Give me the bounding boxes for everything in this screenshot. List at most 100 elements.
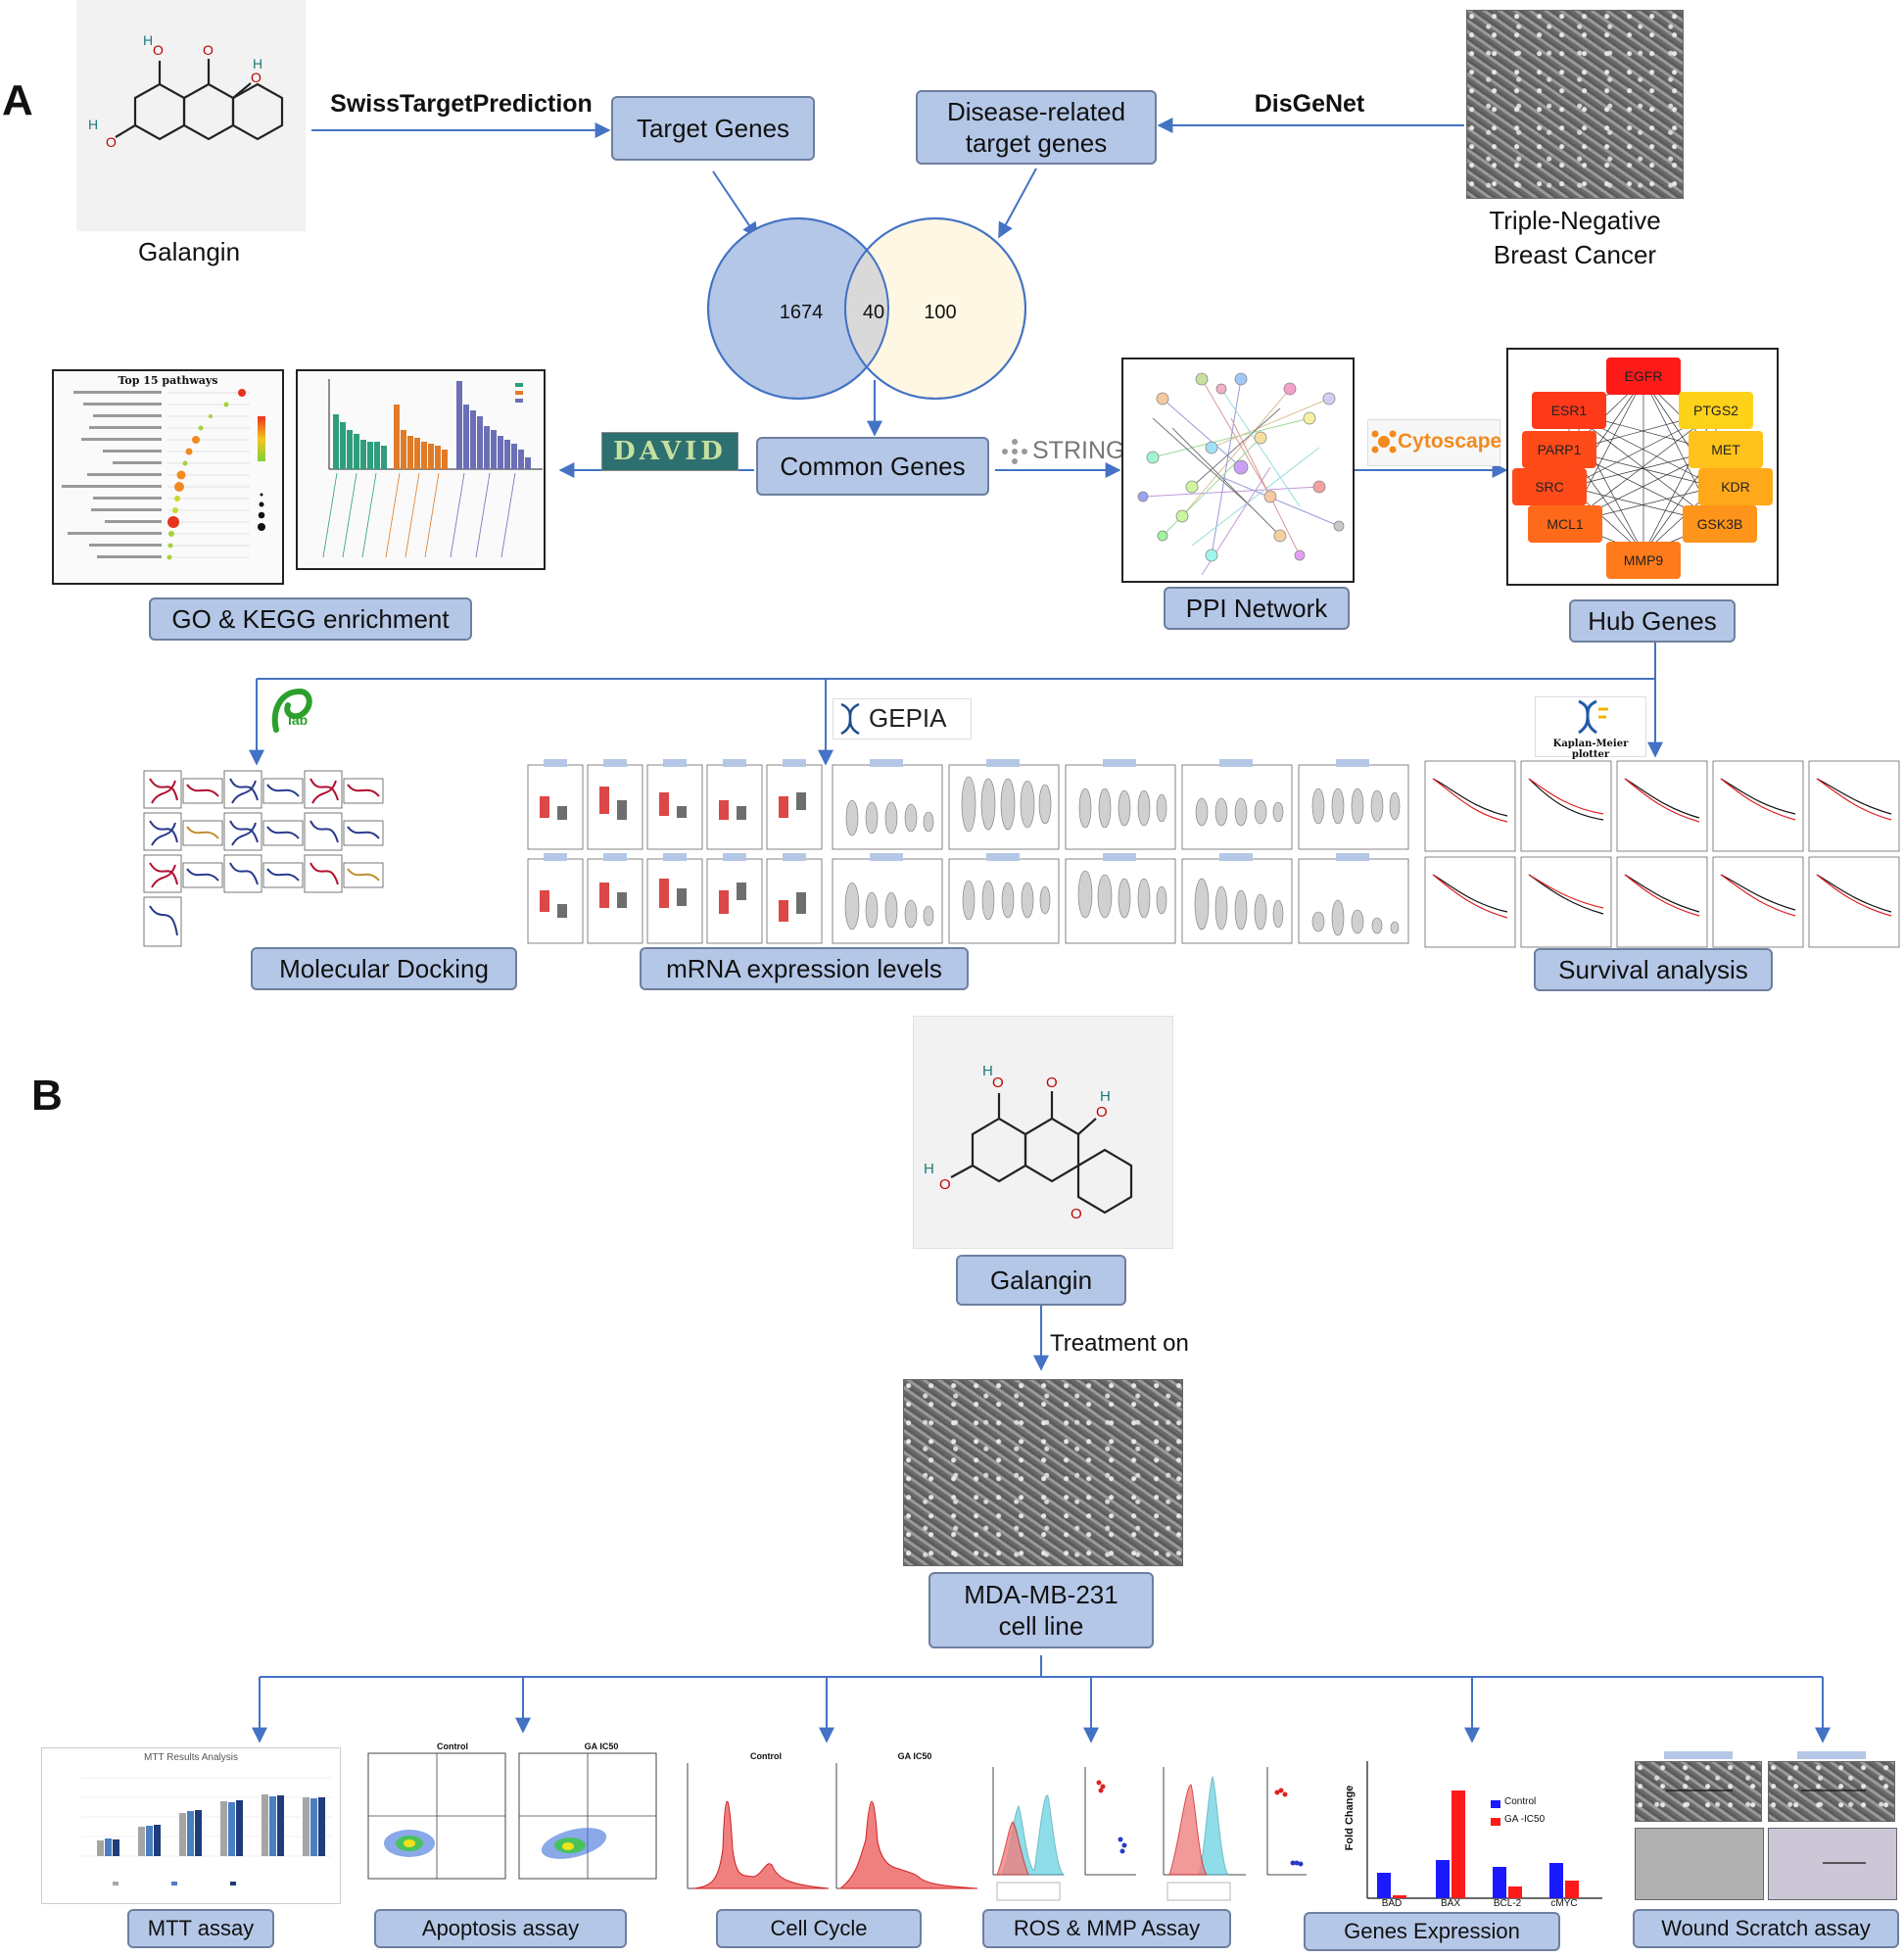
mrna-boxplots [526, 757, 828, 949]
svg-text:O: O [1096, 1104, 1108, 1121]
km-curve-panels [1424, 760, 1900, 948]
genes-expression-chart: Fold Change Control GA -IC50 BAD BAX BCL… [1342, 1753, 1606, 1909]
venn-right-count: 100 [924, 302, 957, 323]
david-logo-text: DAVID [613, 437, 727, 466]
hub-gene-kdr: KDR [1698, 468, 1773, 505]
kegg-dot-plot: Top 15 pathways [52, 369, 284, 585]
svg-text:H: H [253, 56, 262, 72]
svg-text:O: O [153, 42, 164, 58]
wound-scratch-images [1609, 1747, 1899, 1904]
mrna-boxplot-panels [527, 759, 823, 944]
plab-logo: lab [266, 686, 315, 735]
hub-gene-met: MET [1689, 431, 1763, 468]
ros-mmp-plots [983, 1757, 1309, 1904]
cellcycle-treated-title: GA IC50 [897, 1751, 932, 1761]
galangin-molecule-icon: O H O O H O H [88, 32, 284, 150]
apoptosis-assay-box: Apoptosis assay [374, 1909, 627, 1948]
genes-expression-box: Genes Expression [1304, 1912, 1560, 1951]
panel-a-letter: A [2, 76, 33, 124]
hub-gene-src: SRC [1512, 468, 1587, 505]
string-network-icon [1002, 439, 1027, 464]
treatment-on-label: Treatment on [1050, 1330, 1189, 1357]
disease-genes-line1: Disease-related [946, 96, 1126, 126]
ros-mmp-assay-box: ROS & MMP Assay [982, 1909, 1231, 1948]
plab-icon: lab [271, 689, 312, 733]
tnbc-line2: Breast Cancer [1493, 240, 1657, 270]
cytoscape-logo: Cytoscape [1367, 419, 1502, 466]
kegg-dots [62, 389, 265, 560]
cell-line-line1: MDA-MB-231 [964, 1579, 1119, 1609]
docking-images-grid [142, 769, 387, 950]
ppi-graph [1137, 372, 1345, 576]
cytoscape-logo-text: Cytoscape [1398, 430, 1502, 453]
gepia-logo: GEPIA [833, 698, 972, 740]
string-logo: STRING [1001, 437, 1124, 466]
genes-legend-treated: GA -IC50 [1504, 1814, 1546, 1825]
disease-genes-box: Disease-related target genes [916, 90, 1157, 165]
ppi-network-box: PPI Network [1164, 587, 1350, 630]
molecular-docking-box: Molecular Docking [251, 947, 517, 990]
svg-text:O: O [251, 70, 262, 85]
mtt-bars [81, 1777, 332, 1885]
mda-mb-231-micrograph [903, 1379, 1183, 1566]
ros-mmp-graphs [992, 1767, 1307, 1901]
cell-cycle-hist [687, 1763, 978, 1889]
ppi-network-image [1121, 358, 1355, 583]
svg-text:lab: lab [288, 712, 308, 728]
apoptosis-scatter [367, 1752, 657, 1880]
wound-control-0h [1635, 1761, 1762, 1822]
apoptosis-treated-title: GA IC50 [584, 1742, 619, 1751]
hub-genes-box: Hub Genes [1569, 599, 1736, 643]
venn-overlap-count: 40 [862, 302, 885, 323]
disease-genes-line2: target genes [965, 128, 1108, 158]
svg-text:H: H [1100, 1088, 1111, 1105]
survival-curves [1423, 759, 1901, 951]
hub-gene-ptgs2: PTGS2 [1679, 392, 1753, 429]
dna-icon [840, 702, 860, 736]
go-bars [322, 379, 543, 558]
venn-diagram [707, 217, 1026, 400]
genes-cat-cmyc: cMYC [1550, 1898, 1578, 1909]
mtt-assay-box: MTT assay [127, 1909, 274, 1948]
hub-gene-esr1: ESR1 [1532, 392, 1606, 429]
hub-genes-network: EGFR ESR1 PTGS2 PARP1 MET SRC KDR MCL1 G… [1506, 348, 1779, 586]
venn-left-count: 1674 [779, 302, 824, 323]
go-bar-chart [296, 369, 546, 570]
tnbc-line1: Triple-Negative [1489, 206, 1661, 235]
wound-control-24h [1635, 1828, 1764, 1900]
hub-gene-mcl1: MCL1 [1528, 505, 1602, 543]
violin-plots [831, 757, 1414, 949]
svg-text:O: O [992, 1074, 1004, 1091]
string-logo-text: STRING [1032, 437, 1125, 464]
wound-scratch-box: Wound Scratch assay [1633, 1909, 1899, 1948]
apoptosis-control-title: Control [437, 1742, 468, 1751]
cell-cycle-box: Cell Cycle [716, 1909, 922, 1948]
svg-text:H: H [924, 1161, 934, 1177]
genes-cat-bcl2: BCL-2 [1493, 1898, 1522, 1909]
svg-text:O: O [1046, 1074, 1058, 1091]
panel-b-letter: B [31, 1072, 63, 1120]
cytoscape-icon [1371, 430, 1397, 453]
svg-text:O: O [203, 42, 214, 58]
apoptosis-plots: Control GA IC50 [339, 1742, 678, 1900]
mrna-expression-box: mRNA expression levels [640, 947, 969, 990]
mtt-chart: MTT Results Analysis [41, 1747, 341, 1904]
common-genes-box: Common Genes [756, 437, 989, 496]
galangin-structure-a: O H O O H O H [76, 0, 306, 231]
mtt-chart-title: MTT Results Analysis [144, 1752, 238, 1763]
go-kegg-box: GO & KEGG enrichment [149, 597, 472, 641]
svg-text:H: H [143, 32, 153, 48]
galangin-structure-b: O H O O H O H O [913, 1016, 1173, 1249]
wound-treated-24h [1768, 1828, 1897, 1900]
svg-text:H: H [88, 117, 98, 132]
hub-gene-egfr: EGFR [1606, 358, 1681, 395]
violin-plot-panels [832, 759, 1409, 944]
david-logo: DAVID [601, 432, 738, 471]
galangin-box-b: Galangin [956, 1255, 1126, 1306]
hub-gene-parp1: PARP1 [1522, 431, 1596, 468]
gepia-logo-text: GEPIA [869, 703, 947, 733]
svg-text:H: H [982, 1063, 993, 1079]
kegg-plot-title: Top 15 pathways [118, 374, 218, 387]
wound-treated-0h [1768, 1761, 1895, 1822]
swisstargetprediction-label: SwissTargetPrediction [330, 90, 593, 118]
